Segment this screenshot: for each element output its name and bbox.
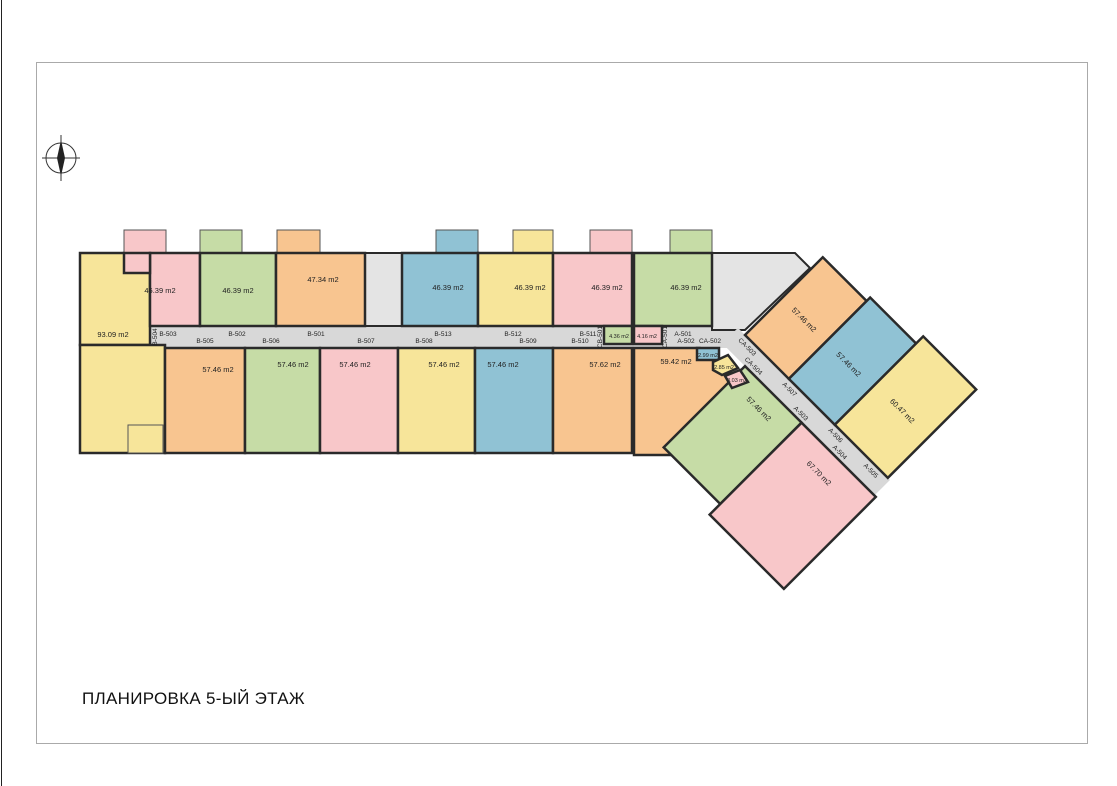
unit-id-label: A-502 <box>677 338 695 345</box>
storage-1[interactable]: 4.36 m2 <box>602 324 634 346</box>
unit-area-label: 57.46 m2 <box>339 360 370 369</box>
unit-area-label: 57.46 m2 <box>277 360 308 369</box>
unit-wing-2[interactable]: 57.46 m2 <box>787 295 918 427</box>
storage-area-label: 3.03 m2 <box>727 378 747 384</box>
unit-bottom-5[interactable]: 57.46 m2 <box>473 346 555 455</box>
unit-area-label: 46.39 m2 <box>432 283 463 292</box>
unit-id-label: B-506 <box>262 338 280 345</box>
unit-bottom-4[interactable]: 57.46 m2 <box>396 346 477 455</box>
unit-area-label: 46.39 m2 <box>222 286 253 295</box>
drawing-frame <box>36 62 1088 744</box>
unit-id-label: CA-501 <box>662 326 669 348</box>
unit-top-2[interactable]: 46.39 m2 <box>198 229 278 328</box>
unit-top-5[interactable]: 46.39 m2 <box>476 229 555 328</box>
unit-id-label: B-504 <box>152 328 159 346</box>
unit-id-label: B-501 <box>307 331 325 338</box>
unit-area-label: 57.46 m2 <box>428 360 459 369</box>
unit-bottom-6[interactable]: 57.62 m2 <box>551 346 634 455</box>
unit-area-label: 46.39 m2 <box>514 283 545 292</box>
unit-area-label: 57.46 m2 <box>487 360 518 369</box>
unit-area-label: 46.39 m2 <box>591 283 622 292</box>
unit-bottom-1[interactable]: 57.46 m2 <box>163 346 247 455</box>
storage-area-label: 4.16 m2 <box>637 334 657 340</box>
unit-id-label: B-511 <box>580 331 597 338</box>
corridor <box>148 326 738 348</box>
unit-area-label: 57.62 m2 <box>589 360 620 369</box>
unit-area-label: 47.34 m2 <box>307 275 338 284</box>
unit-top-6[interactable]: 46.39 m2 <box>551 229 634 328</box>
unit-id-label: B-508 <box>415 338 433 345</box>
unit-id-label: B-507 <box>357 338 375 345</box>
unit-id-label: A-501 <box>674 331 692 338</box>
storage-3[interactable]: 2.99 m2 <box>695 346 721 362</box>
unit-area-label: 93.09 m2 <box>97 330 128 339</box>
unit-id-label: CB-501 <box>597 326 604 348</box>
angled-wing: 57.46 m2 57.46 m2 60.47 m2 57.46 m2 67.7… <box>661 255 978 591</box>
unit-top-7[interactable]: 46.39 m2 <box>632 229 714 328</box>
unit-id-label: B-510 <box>571 338 589 345</box>
storage-area-label: 4.36 m2 <box>609 334 629 340</box>
storage-area-label: 2.99 m2 <box>698 353 718 359</box>
unit-area-label: 59.42 m2 <box>660 357 691 366</box>
unit-area-label: 46.39 m2 <box>670 283 701 292</box>
unit-top-3[interactable]: 47.34 m2 <box>274 229 367 328</box>
unit-id-label: B-505 <box>196 338 214 345</box>
unit-id-label: B-502 <box>228 331 246 338</box>
stairwell-left <box>364 252 403 327</box>
north-arrow-icon <box>42 135 80 181</box>
unit-bottom-2[interactable]: 57.46 m2 <box>243 346 322 455</box>
unit-bottom-3[interactable]: 57.46 m2 <box>318 346 400 455</box>
unit-area-label: 46.39 m2 <box>144 286 175 295</box>
storage-5[interactable]: 3.03 m2 <box>723 368 750 390</box>
unit-area-label: 57.46 m2 <box>202 365 233 374</box>
storage-4[interactable]: 2.85 m2 <box>711 353 740 377</box>
unit-top-4[interactable]: 46.39 m2 <box>400 229 480 328</box>
storage-2[interactable]: 4.16 m2 <box>632 324 664 346</box>
unit-wing-1[interactable]: 57.46 m2 <box>743 255 869 381</box>
unit-wing-5[interactable]: 67.70 m2 <box>707 420 878 591</box>
unit-id-label: B-513 <box>434 331 452 338</box>
unit-id-label: CA-502 <box>699 338 721 345</box>
unit-id-label: B-512 <box>504 331 522 338</box>
storage-area-label: 2.85 m2 <box>714 365 734 371</box>
floor-plan-title: ПЛАНИРОВКА 5-ЫЙ ЭТАЖ <box>82 689 305 708</box>
unit-id-label: B-509 <box>519 338 537 345</box>
wing-corridor <box>722 327 890 496</box>
page-edge-line <box>1 0 2 786</box>
unit-wing-3[interactable]: 60.47 m2 <box>833 334 978 480</box>
unit-id-label: B-503 <box>159 331 177 338</box>
